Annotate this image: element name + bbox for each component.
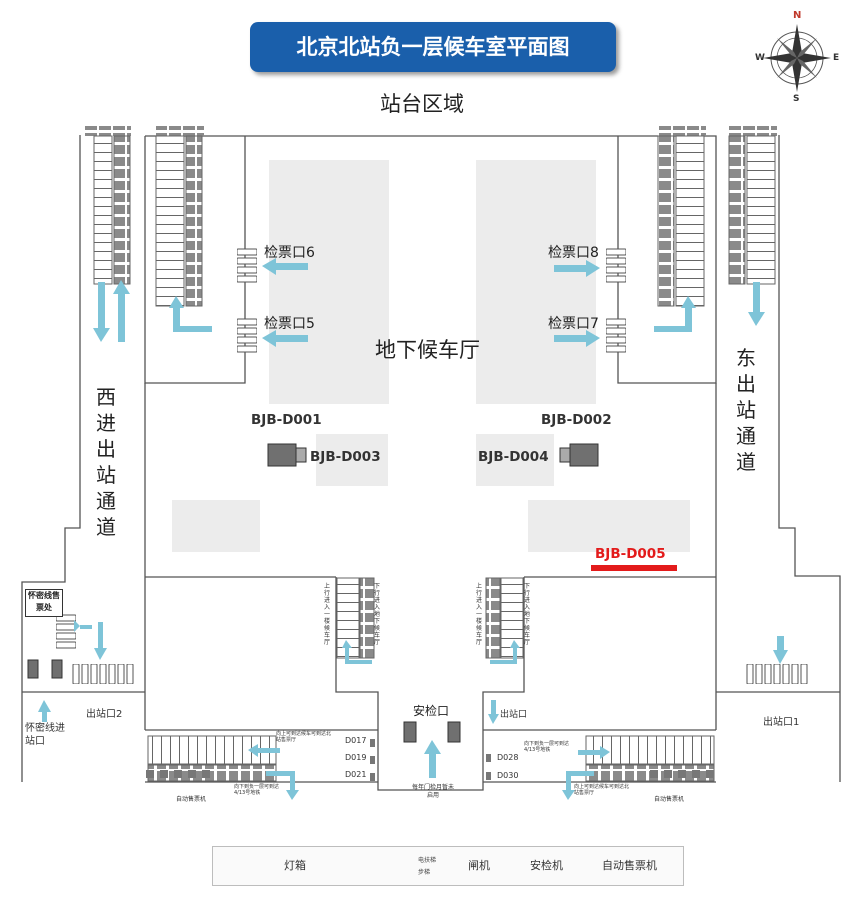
box-d021: D021 bbox=[345, 770, 367, 779]
security-machine-center bbox=[403, 721, 461, 743]
legend-ticket-machine-label: 自动售票机 bbox=[602, 859, 657, 872]
stairs-center-left bbox=[336, 577, 375, 659]
ticket-gates-8 bbox=[606, 248, 626, 284]
compass-rose-icon bbox=[763, 24, 831, 92]
gate-6-label: 检票口6 bbox=[264, 245, 315, 261]
legend-security-label: 安检机 bbox=[530, 859, 563, 872]
security-machine-d002 bbox=[559, 443, 599, 467]
code-d005: BJB-D005 bbox=[595, 546, 666, 562]
ticket-gates-5 bbox=[237, 318, 257, 354]
security-label: 安检口 bbox=[413, 704, 450, 718]
code-d002: BJB-D002 bbox=[541, 412, 612, 428]
code-d001: BJB-D001 bbox=[251, 412, 322, 428]
code-d003: BJB-D003 bbox=[310, 449, 381, 465]
note-left-lower: 向下到负一层可到达4/13号地铁 bbox=[234, 784, 280, 796]
exit-1-label: 出站口1 bbox=[763, 717, 800, 728]
gates-huaimi bbox=[56, 614, 76, 650]
compass-south: S bbox=[793, 94, 800, 104]
stairs-top-left-b bbox=[155, 126, 204, 307]
page-title: 北京北站负一层候车室平面图 bbox=[250, 22, 616, 72]
gate-5-label: 检票口5 bbox=[264, 316, 315, 332]
huaimi-ticket-office: 怀密线售票处 bbox=[25, 589, 63, 617]
compass-east: E bbox=[833, 53, 840, 63]
stairs-center-right bbox=[485, 577, 524, 659]
box-d017: D017 bbox=[345, 736, 367, 745]
lightbox-small-markers bbox=[370, 739, 491, 781]
platform-area-label: 站台区域 bbox=[380, 92, 464, 116]
compass-west: W bbox=[755, 53, 765, 63]
security-machine-huaimi bbox=[27, 659, 63, 679]
ticket-machines-right-label: 自动售票机 bbox=[654, 796, 685, 803]
gates-exit1 bbox=[746, 664, 808, 684]
east-channel-label: 东出站通道 bbox=[736, 346, 756, 474]
legend-gate-label: 闸机 bbox=[468, 859, 490, 872]
gates-exit2 bbox=[72, 664, 134, 684]
legend-stairs-label: 步梯 bbox=[418, 869, 431, 876]
ticket-machines-left bbox=[146, 770, 210, 778]
gate-8-label: 检票口8 bbox=[548, 245, 599, 261]
building-outline bbox=[21, 135, 841, 791]
note-right-upper: 向下到负一层可到达4/13号地铁 bbox=[524, 741, 570, 753]
west-channel-label: 西进出站通道 bbox=[96, 385, 116, 539]
gate-7-label: 检票口7 bbox=[548, 316, 599, 332]
stairs-bottom-right bbox=[585, 735, 715, 782]
huaimi-entrance-label: 怀密线进站口 bbox=[25, 723, 65, 747]
ticket-machines-right bbox=[650, 770, 714, 778]
hall-label: 地下候车厅 bbox=[375, 338, 480, 362]
code-d004: BJB-D004 bbox=[478, 449, 549, 465]
box-d030: D030 bbox=[497, 771, 519, 780]
ticket-gates-6 bbox=[237, 248, 257, 284]
security-machine-d001 bbox=[267, 443, 307, 467]
exit-2-label: 出站口2 bbox=[86, 709, 123, 720]
escalator-down-label: 下行进入地下候车厅 bbox=[374, 583, 381, 646]
stairs-top-right-a bbox=[657, 126, 706, 307]
box-d019: D019 bbox=[345, 753, 367, 762]
ticket-gates-7 bbox=[606, 318, 626, 354]
exit-small-label: 出站口 bbox=[500, 710, 528, 720]
compass-north: N bbox=[793, 10, 802, 21]
security-note: 每年门检月暂未启用 bbox=[411, 784, 454, 799]
escalator-up-label: 上行进入一楼候车厅 bbox=[324, 583, 331, 646]
box-d028: D028 bbox=[497, 753, 519, 762]
legend-escalator-label: 电扶梯 bbox=[418, 857, 437, 864]
flow-arrows bbox=[38, 258, 788, 800]
note-left-upper: 向上可到达候车可到达北站售票厅 bbox=[276, 731, 332, 743]
escalator-down-label-right: 下行进入地下候车厅 bbox=[524, 583, 531, 646]
stairs-bottom-left bbox=[147, 735, 277, 782]
escalator-up-label-right: 上行进入一楼候车厅 bbox=[476, 583, 483, 646]
note-right-lower: 向上可到达候车可到达北站售票厅 bbox=[574, 784, 630, 796]
legend bbox=[212, 846, 684, 886]
legend-lightbox-label: 灯箱 bbox=[284, 859, 306, 872]
ticket-machines-left-label: 自动售票机 bbox=[176, 796, 207, 803]
stairs-top-right-b bbox=[728, 126, 777, 285]
lightbox-d005 bbox=[591, 565, 677, 571]
seating-blocks bbox=[172, 160, 690, 552]
stairs-top-left-a bbox=[83, 126, 131, 285]
